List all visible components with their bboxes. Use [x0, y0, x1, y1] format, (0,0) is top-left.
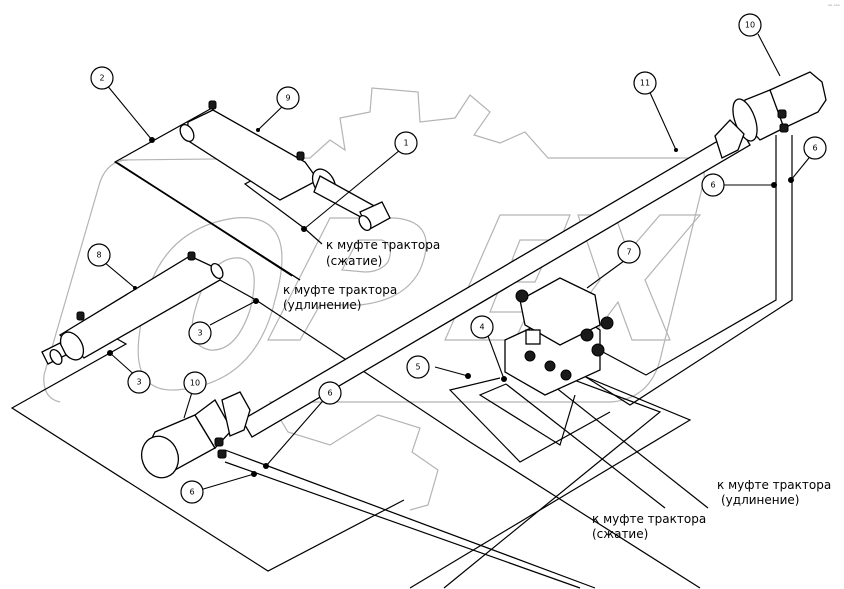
svg-text:3: 3 [136, 378, 141, 387]
callout-1: 1 [394, 131, 418, 155]
callout-6-left-upper: 6 [318, 381, 342, 405]
svg-text:4: 4 [479, 323, 484, 332]
callout-2: 2 [90, 66, 114, 90]
hose-valve-2 [443, 379, 662, 589]
callout-4: 4 [470, 315, 494, 339]
note-tractor-extension-upper: к муфте трактора (удлинение) [283, 283, 397, 312]
hydraulic-motor-left [140, 391, 251, 479]
svg-text:7: 7 [626, 248, 631, 257]
svg-text:2: 2 [99, 74, 104, 83]
note-tractor-compression-lower: к муфте трактора (сжатие) [592, 512, 706, 541]
callout-6-left-lower: 6 [180, 480, 204, 504]
hose-5 [448, 377, 611, 463]
note-tractor-extension-lower: к муфте трактора (удлинение) [717, 478, 831, 507]
hose-to-tractor-extension [539, 374, 709, 509]
callout-11: 11 [633, 71, 657, 95]
callout-10-left: 10 [183, 371, 207, 395]
hose-6-right-b [577, 135, 793, 406]
svg-text:к муфте трактора: к муфте трактора [592, 512, 706, 526]
cylinder-lower [41, 251, 224, 366]
svg-text:к муфте трактора: к муфте трактора [326, 238, 440, 252]
svg-text:6: 6 [189, 488, 194, 497]
svg-text:9: 9 [285, 94, 290, 103]
watermark-letter-o [137, 217, 283, 391]
svg-text:к муфте трактора: к муфте трактора [283, 283, 397, 297]
svg-text:(удлинение): (удлинение) [721, 493, 800, 507]
callout-8: 8 [87, 243, 111, 267]
callout-9: 9 [276, 86, 300, 110]
hose-4 [478, 383, 576, 446]
leaders [103, 33, 814, 491]
callout-5: 5 [406, 355, 430, 379]
callout-10-right: 10 [738, 13, 762, 37]
hydraulic-motor-right [714, 71, 827, 159]
svg-text:5: 5 [415, 363, 420, 372]
hose-3-upper [219, 279, 701, 589]
svg-text:10: 10 [745, 21, 755, 30]
hose-6-left-b [224, 461, 581, 589]
watermark-letter-x [553, 214, 702, 341]
watermark-letter-p [267, 217, 427, 341]
svg-text:(сжатие): (сжатие) [592, 527, 648, 541]
callout-3-upper: 3 [188, 321, 212, 345]
drive-shaft [241, 127, 751, 438]
callout-3-lower: 3 [127, 370, 151, 394]
svg-text:8: 8 [96, 251, 101, 260]
svg-text:1: 1 [403, 139, 408, 148]
hose-6-left-a [224, 449, 596, 589]
svg-text:(удлинение): (удлинение) [283, 298, 362, 312]
svg-text:3: 3 [197, 329, 202, 338]
watermark-plate [43, 159, 129, 403]
svg-text:11: 11 [640, 79, 650, 88]
svg-text:(сжатие): (сжатие) [326, 254, 382, 268]
note-tractor-compression-upper: к муфте трактора (сжатие) [326, 238, 440, 268]
corner-mark: ⁿᵉ ᵒᵒᵒ [828, 4, 840, 10]
hose-to-tractor-compression [505, 383, 666, 509]
svg-text:6: 6 [812, 144, 817, 153]
valve-block [504, 277, 614, 396]
svg-text:6: 6 [710, 181, 715, 190]
cylinder-upper [179, 100, 391, 232]
callout-6-right-outer: 6 [803, 136, 827, 160]
hose-to-tractor-extension-upper [115, 161, 293, 277]
hose-valve-1 [409, 371, 692, 589]
callout-7: 7 [617, 240, 641, 264]
svg-text:6: 6 [327, 389, 332, 398]
svg-text:к муфте трактора: к муфте трактора [717, 478, 831, 492]
callout-6-right-inner: 6 [701, 173, 725, 197]
svg-text:10: 10 [190, 379, 200, 388]
hose-6-right-a [585, 135, 777, 376]
